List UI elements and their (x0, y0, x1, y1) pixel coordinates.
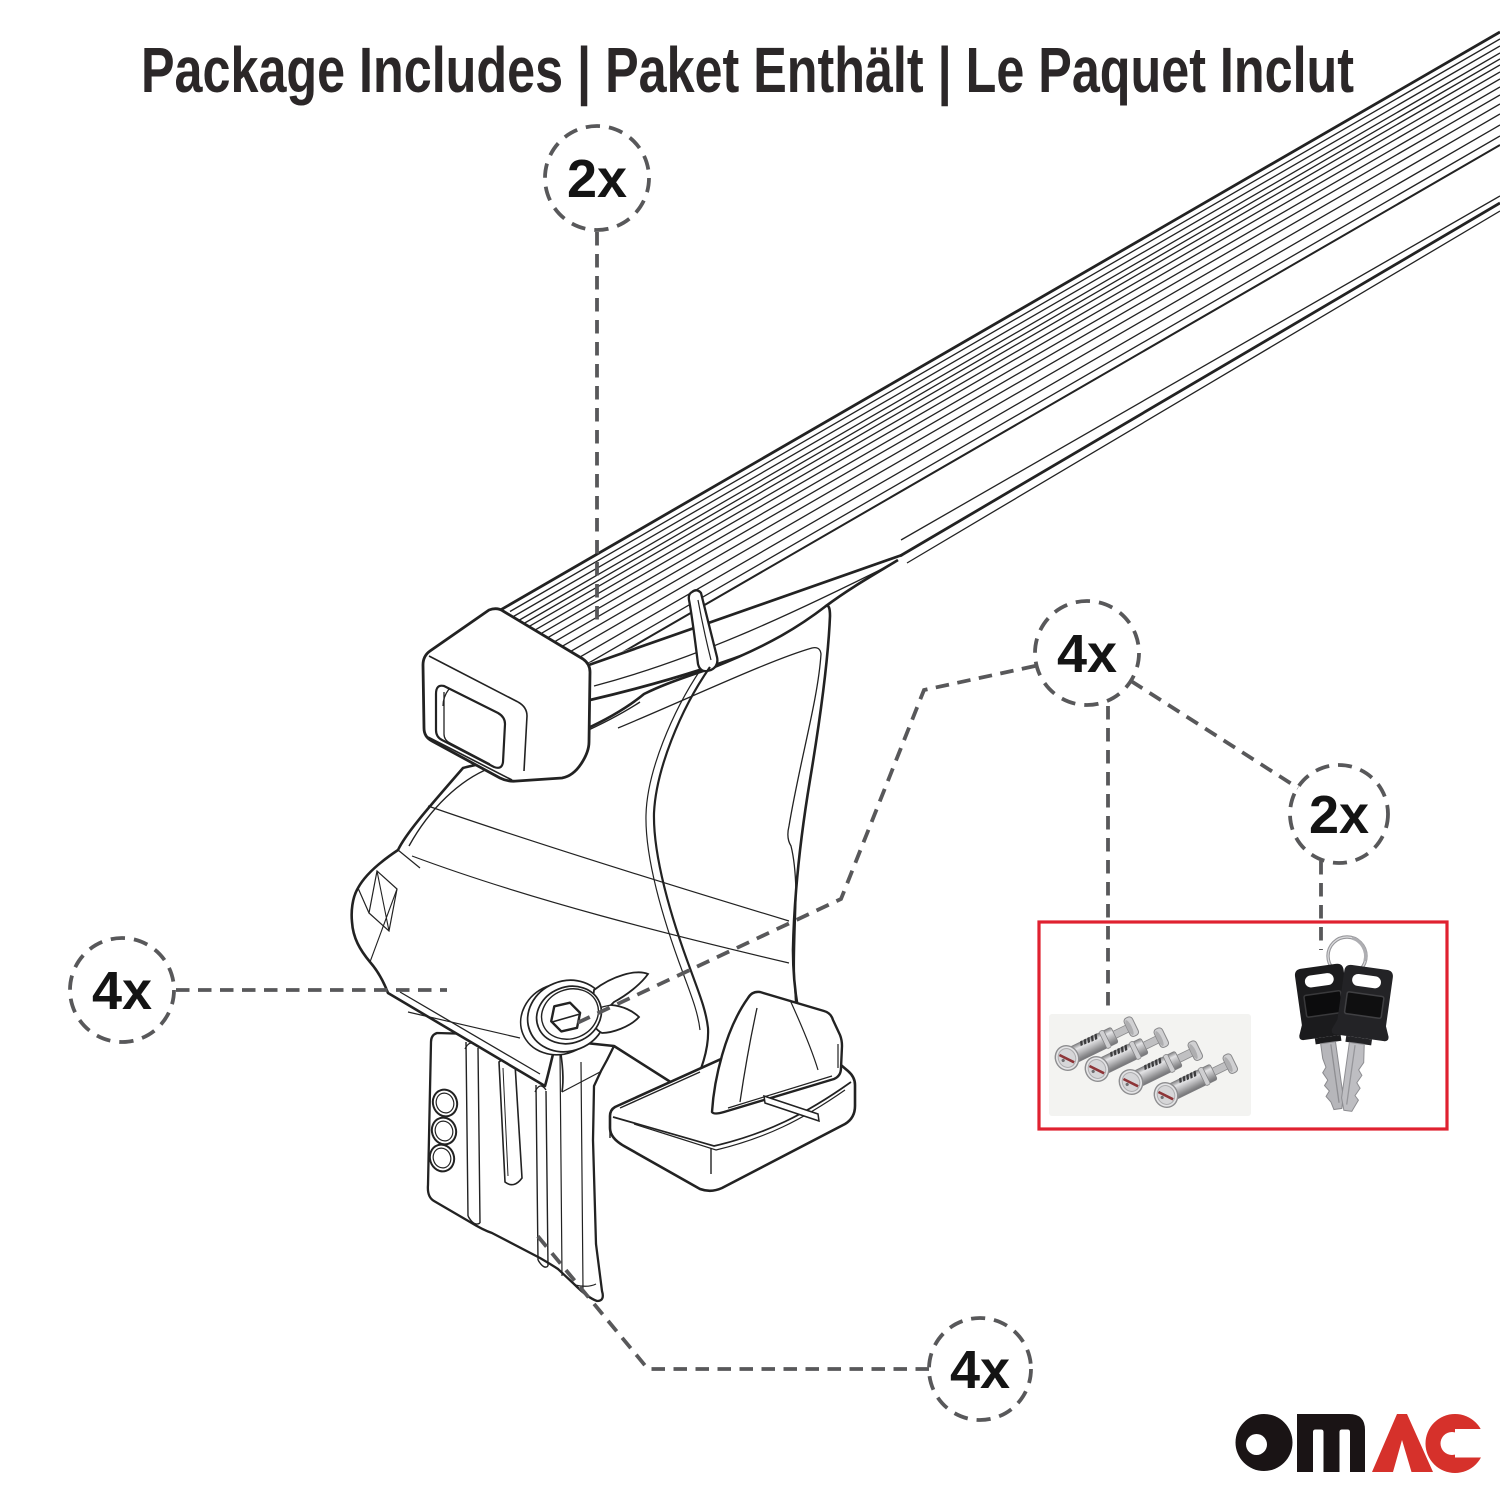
svg-text:4x: 4x (92, 961, 152, 1021)
svg-text:4x: 4x (950, 1340, 1010, 1400)
svg-text:2x: 2x (567, 149, 627, 209)
svg-text:4x: 4x (1057, 624, 1117, 684)
svg-text:Package Includes | Paket Enthä: Package Includes | Paket Enthält | Le Pa… (141, 34, 1354, 107)
svg-text:2x: 2x (1309, 785, 1369, 845)
